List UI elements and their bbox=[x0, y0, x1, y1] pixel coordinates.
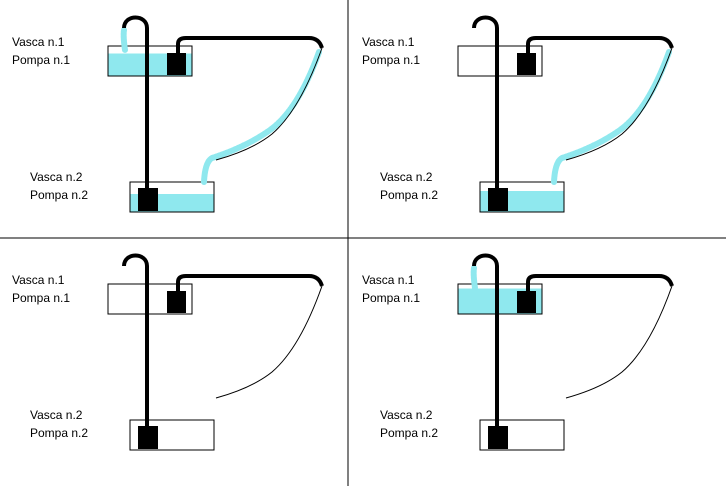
return-ramp bbox=[565, 47, 673, 161]
pump2-block bbox=[138, 188, 158, 211]
lower-water-stream bbox=[120, 27, 128, 53]
pump2-label: Pompa n.2 bbox=[30, 426, 88, 440]
lower-water-stream bbox=[470, 265, 478, 291]
pump1-pipe bbox=[526, 274, 674, 291]
tank1-label: Vasca n.1 bbox=[12, 273, 65, 287]
upper-water-stream bbox=[551, 49, 672, 185]
pump1-label: Pompa n.1 bbox=[362, 53, 420, 67]
tank1-outline bbox=[457, 45, 543, 77]
pump1-block bbox=[517, 53, 536, 75]
pump1-label: Pompa n.1 bbox=[12, 291, 70, 305]
pump2-pipe bbox=[472, 253, 499, 426]
tank1-outline bbox=[457, 283, 543, 315]
tank1-outline bbox=[107, 283, 193, 315]
pump1-block bbox=[517, 291, 536, 313]
pump2-label: Pompa n.2 bbox=[380, 426, 438, 440]
pump1-pipe bbox=[526, 36, 674, 53]
pump2-pipe bbox=[472, 15, 499, 188]
return-ramp bbox=[215, 47, 323, 161]
tank2-label: Vasca n.2 bbox=[30, 170, 83, 184]
return-ramp bbox=[565, 285, 673, 399]
return-ramp bbox=[215, 285, 323, 399]
pump2-label: Pompa n.2 bbox=[380, 188, 438, 202]
pump2-block bbox=[488, 426, 508, 449]
tank1-label: Vasca n.1 bbox=[362, 273, 415, 287]
pump2-block bbox=[138, 426, 158, 449]
pump1-block bbox=[167, 291, 186, 313]
pump1-block bbox=[167, 53, 186, 75]
pump2-pipe bbox=[122, 15, 149, 188]
pump2-block bbox=[488, 188, 508, 211]
pump2-label: Pompa n.2 bbox=[30, 188, 88, 202]
tank1-outline bbox=[107, 45, 193, 77]
tank2-outline bbox=[129, 419, 215, 451]
tank2-outline bbox=[479, 181, 565, 213]
tank2-label: Vasca n.2 bbox=[380, 170, 433, 184]
tank1-label: Vasca n.1 bbox=[12, 35, 65, 49]
tank2-label: Vasca n.2 bbox=[380, 408, 433, 422]
pump1-label: Pompa n.1 bbox=[12, 53, 70, 67]
pump1-pipe bbox=[176, 36, 324, 53]
tank2-outline bbox=[129, 181, 215, 213]
tank2-label: Vasca n.2 bbox=[30, 408, 83, 422]
upper-water-stream bbox=[201, 49, 322, 185]
tank1-label: Vasca n.1 bbox=[362, 35, 415, 49]
tank2-outline bbox=[479, 419, 565, 451]
pump1-pipe bbox=[176, 274, 324, 291]
pump2-pipe bbox=[122, 253, 149, 426]
pump1-label: Pompa n.1 bbox=[362, 291, 420, 305]
